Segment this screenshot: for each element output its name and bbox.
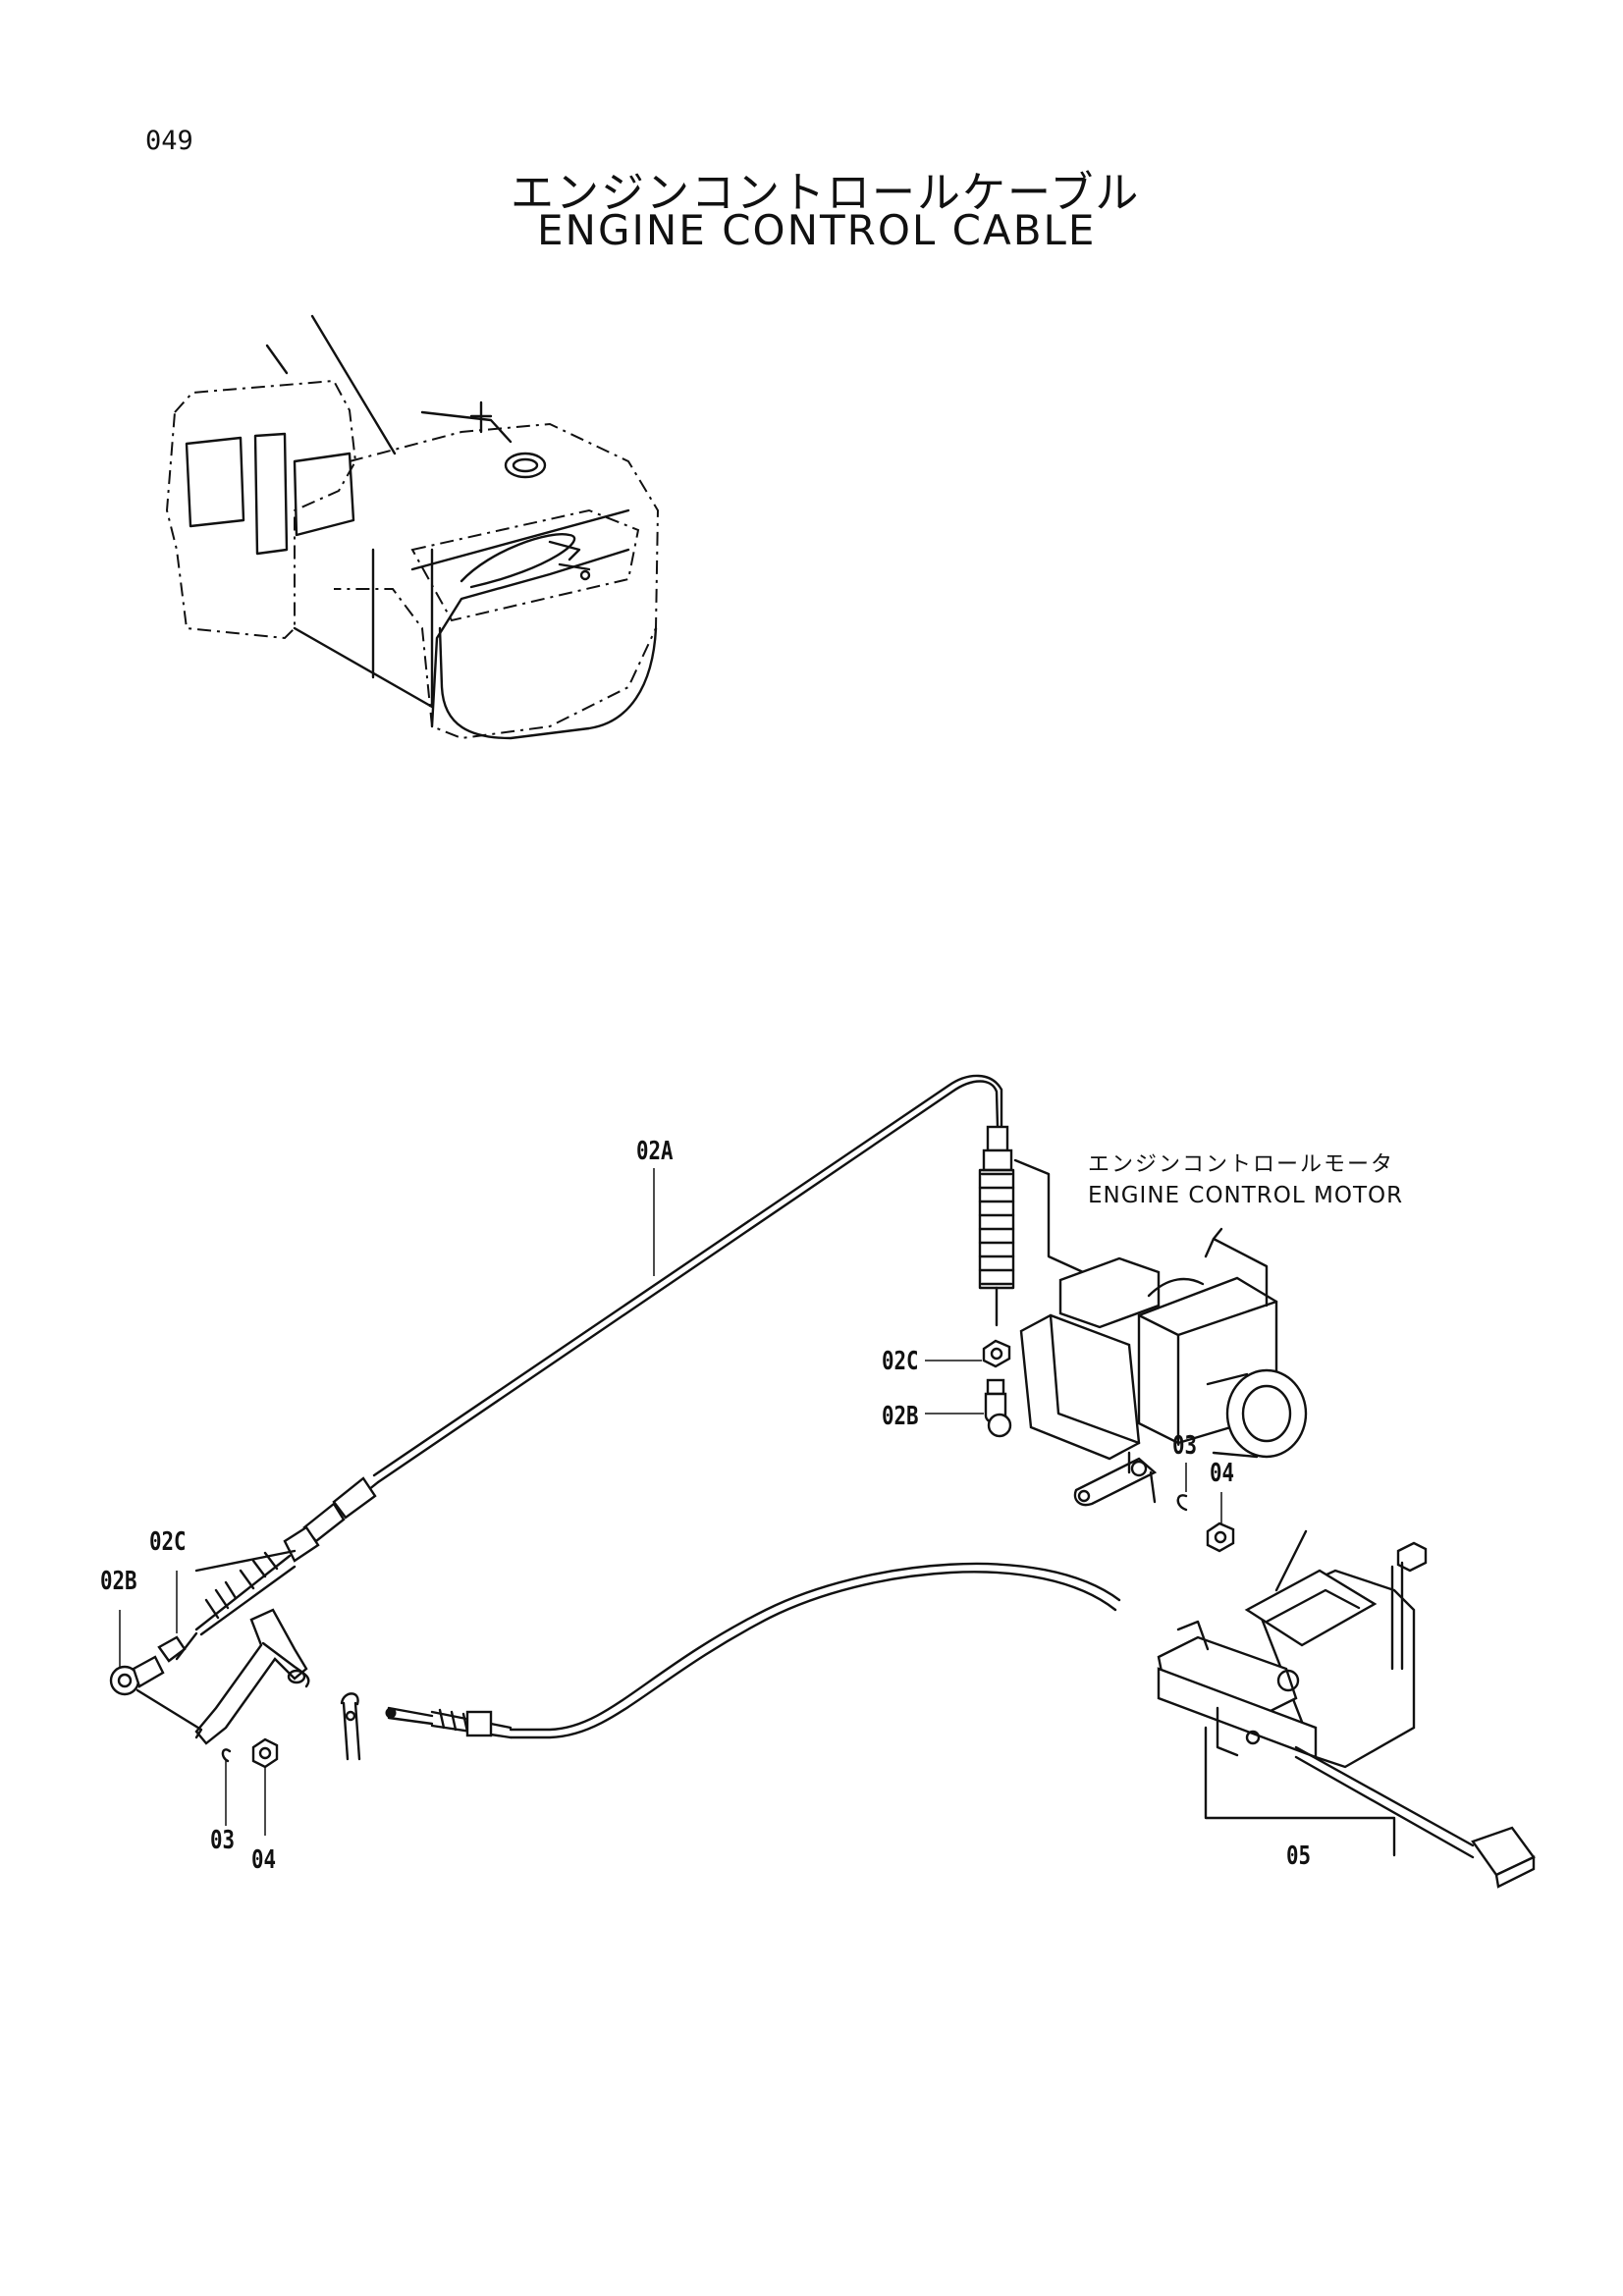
callout-joint-left: 02B xyxy=(100,1567,137,1596)
lever-assembly-drawing xyxy=(1157,1529,1536,1889)
leader-lines xyxy=(119,1168,1222,1836)
left-lever-drawing xyxy=(109,1608,310,1769)
engine-control-cable-drawing xyxy=(175,1074,1015,1661)
callout-pin-right: 03 xyxy=(1172,1431,1198,1461)
motor-label-english: ENGINE CONTROL MOTOR xyxy=(1088,1183,1404,1208)
callout-nut-left: 02C xyxy=(149,1527,187,1557)
engine-control-motor-drawing xyxy=(982,1158,1308,1553)
callout-nut-right: 02C xyxy=(882,1347,919,1376)
callout-pin-left: 03 xyxy=(210,1826,236,1855)
callout-nut2-right: 04 xyxy=(1210,1459,1235,1488)
motor-label-japanese: エンジンコントロールモータ xyxy=(1088,1152,1395,1177)
lever-cable-drawing xyxy=(340,1562,1121,1761)
callout-lever-assembly: 05 xyxy=(1286,1842,1312,1871)
callout-nut2-left: 04 xyxy=(251,1845,277,1875)
callout-joint-right: 02B xyxy=(882,1402,919,1431)
title-english: ENGINE CONTROL CABLE xyxy=(537,206,1097,254)
title-japanese: エンジンコントロールケーブル xyxy=(511,168,1141,218)
page-number: 049 xyxy=(145,126,193,156)
callout-cable: 02A xyxy=(636,1137,674,1166)
excavator-overview-drawing xyxy=(165,314,660,740)
